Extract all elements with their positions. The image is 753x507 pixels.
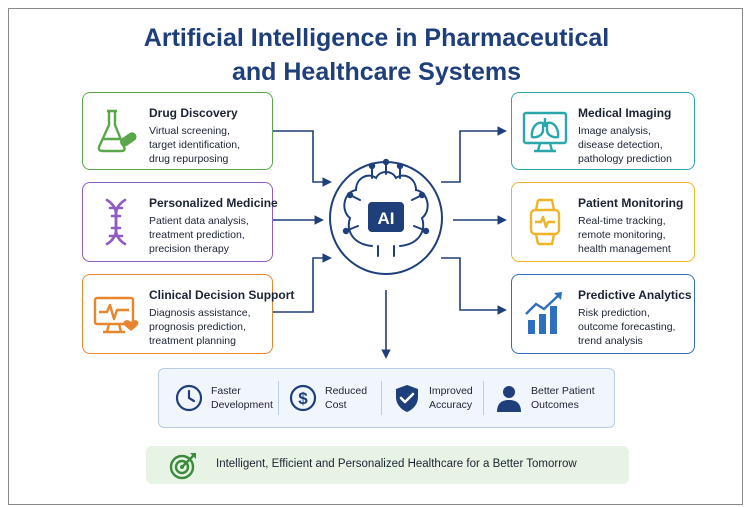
card-title: Medical Imaging <box>578 106 672 120</box>
card-clinical-decision-support: Clinical Decision Support Diagnosis assi… <box>82 274 294 354</box>
ai-hub <box>329 158 443 275</box>
card-description: Patient data analysis, treatment predict… <box>149 215 249 255</box>
footer-text: Intelligent, Efficient and Personalized … <box>216 458 577 470</box>
card-title: Predictive Analytics <box>578 288 692 302</box>
card-description: Risk prediction, outcome forecasting, tr… <box>578 307 676 347</box>
card-title: Personalized Medicine <box>149 196 278 210</box>
card-description: Virtual screening, target identification… <box>149 125 241 165</box>
card-description: Image analysis, disease detection, patho… <box>578 125 672 165</box>
person-icon <box>497 386 521 412</box>
flask-pill-icon <box>97 109 137 153</box>
connector-predictive-analytics <box>441 257 507 315</box>
card-personalized-medicine: Personalized Medicine Patient data analy… <box>82 182 278 262</box>
connector-drug-discovery <box>273 130 332 187</box>
dollar-icon: $ <box>289 384 317 412</box>
benefit-divider <box>483 381 484 415</box>
card-title: Patient Monitoring <box>578 196 684 210</box>
title-line-1: Artificial Intelligence in Pharmaceutica… <box>143 24 610 52</box>
card-predictive-analytics: Predictive Analytics Risk prediction, ou… <box>511 274 695 354</box>
ai-brain-icon <box>342 158 430 257</box>
card-medical-imaging: Medical Imaging Image analysis, disease … <box>511 92 695 170</box>
card-patient-monitoring: Patient Monitoring Real-time tracking, r… <box>511 182 695 262</box>
benefit-label: Improved Accuracy <box>429 385 473 411</box>
benefit-improved-accuracy: Improved Accuracy <box>387 369 482 427</box>
card-title: Drug Discovery <box>149 106 238 120</box>
title-line-2: and Healthcare Systems <box>231 58 522 86</box>
card-drug-discovery: Drug Discovery Virtual screening, target… <box>82 92 273 170</box>
benefit-reduced-cost: $ Reduced Cost <box>285 369 380 427</box>
benefit-label: Reduced Cost <box>325 385 368 411</box>
footer-banner: Intelligent, Efficient and Personalized … <box>146 446 629 484</box>
dna-icon <box>105 198 127 246</box>
benefit-divider <box>381 381 382 415</box>
svg-text:$: $ <box>298 389 308 408</box>
smartwatch-icon <box>529 198 561 246</box>
monitor-heart-icon <box>93 296 139 334</box>
benefits-bar: Faster Development $ Reduced Cost Improv… <box>158 368 615 428</box>
connector-medical-imaging <box>441 126 507 183</box>
benefit-faster-development: Faster Development <box>169 369 274 427</box>
benefit-label: Faster Development <box>211 385 273 411</box>
bar-chart-trend-icon <box>525 292 562 334</box>
benefit-divider <box>278 381 279 415</box>
card-description: Real-time tracking, remote monitoring, h… <box>578 215 671 255</box>
benefit-better-outcomes: Better Patient Outcomes <box>489 369 609 427</box>
card-description: Diagnosis assistance, prognosis predicti… <box>149 307 251 347</box>
connector-clinical-decision <box>273 253 332 313</box>
clock-icon <box>175 384 203 412</box>
ai-label: AI <box>378 209 395 228</box>
target-icon <box>169 453 196 480</box>
benefit-label: Better Patient Outcomes <box>531 385 595 411</box>
shield-check-icon <box>396 385 418 412</box>
lung-scan-icon <box>522 111 568 153</box>
card-title: Clinical Decision Support <box>149 288 295 302</box>
